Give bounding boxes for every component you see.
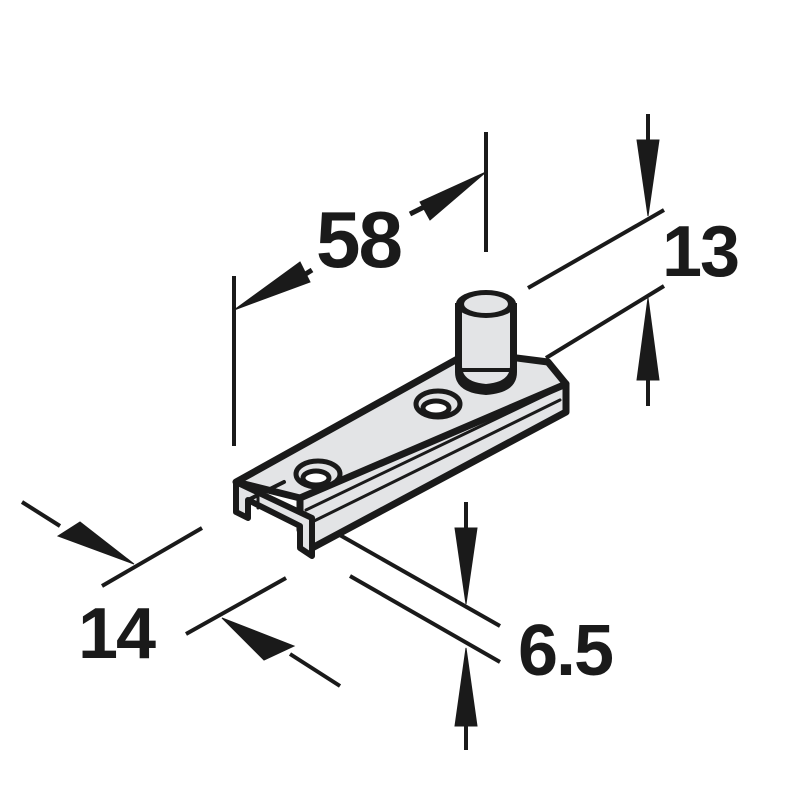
mounting-hole-1 [293, 458, 343, 490]
arrowhead [636, 139, 660, 217]
extension-line [544, 284, 666, 360]
extension-line [527, 208, 665, 290]
dimension-label-plate-height: 6.5 [518, 611, 614, 691]
arrowhead [56, 521, 135, 565]
arrowhead [221, 617, 296, 661]
dimension-58 [232, 132, 488, 446]
dimension-label-length: 58 [316, 195, 403, 284]
channel-inner-line [246, 480, 286, 502]
dimension-label-width: 14 [78, 594, 156, 674]
extension-line [100, 526, 204, 588]
extension-line [349, 574, 501, 664]
edge-line [304, 388, 558, 512]
part-body [232, 348, 570, 559]
mounting-hole-2 [413, 388, 463, 420]
edge-line [310, 398, 562, 524]
dimension-6-5 [337, 502, 501, 750]
arrowhead [419, 171, 487, 221]
arrowhead [636, 297, 660, 381]
arrowhead [454, 527, 478, 605]
extension-line [185, 576, 287, 636]
channel-end-profile [233, 479, 315, 559]
arrowhead [454, 647, 478, 727]
dimension-13 [527, 114, 666, 406]
arrowhead [233, 261, 311, 311]
extension-line [337, 532, 501, 628]
dimension-label-pin-height: 13 [662, 212, 740, 292]
pivot-pin [455, 290, 517, 396]
dimension-14 [20, 500, 342, 688]
